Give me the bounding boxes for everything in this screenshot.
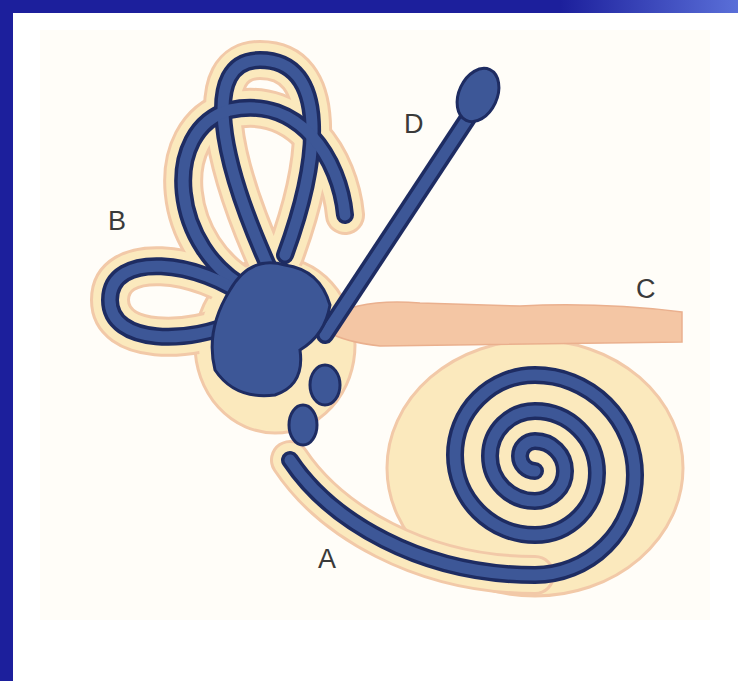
part-letter: D [404, 111, 424, 138]
bony-labyrinth [195, 257, 683, 596]
vestibule-sacs [212, 62, 507, 445]
part-letter: B [108, 208, 126, 235]
paper-ground [40, 30, 710, 620]
nerve [328, 302, 682, 346]
membranous-labyrinth [110, 60, 635, 575]
title-bar [560, 0, 738, 13]
part-letter: A [318, 546, 336, 573]
part-letter: C [636, 276, 656, 303]
